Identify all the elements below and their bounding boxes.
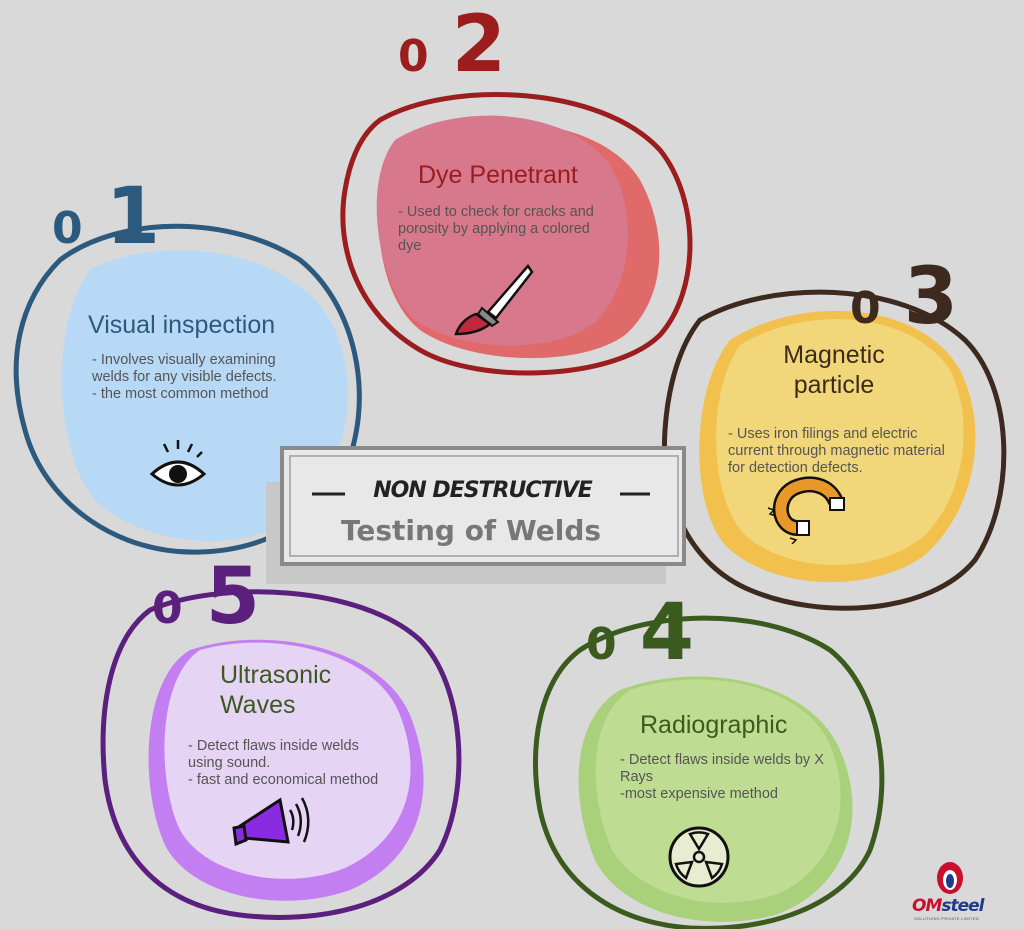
number-digit: 1 [105, 172, 160, 262]
method-1-number: 0 1 [52, 172, 160, 262]
center-title-box: NON DESTRUCTIVE Testing of Welds [280, 448, 685, 566]
logo-brand-om: OM [912, 896, 942, 916]
method-3-number: 0 3 [850, 252, 958, 342]
method-2-circle [340, 92, 693, 376]
eye-icon [149, 440, 207, 487]
method-5-description: - Detect flaws inside welds using sound.… [188, 738, 379, 788]
radiation-icon [668, 826, 730, 888]
magnet-icon [767, 476, 845, 544]
method-2-description: - Used to check for cracks and porosity … [398, 204, 594, 254]
method-5-circle [100, 589, 462, 920]
method-4-title: Radiographic [640, 711, 788, 739]
method-2-number: 0 2 [398, 0, 506, 90]
method-5-title: Ultrasonic Waves [220, 661, 332, 719]
flame-logo-icon [937, 862, 963, 894]
method-3-description: - Uses iron filings and electric current… [728, 426, 945, 476]
number-digit: 4 [639, 588, 694, 678]
center-title-line2: Testing of Welds [340, 514, 602, 547]
omsteel-logo: OMsteel SOLUTIONS PRIVATE LIMITED [912, 858, 988, 922]
method-1-title: Visual inspection [88, 311, 276, 339]
logo-tagline: SOLUTIONS PRIVATE LIMITED [914, 916, 980, 921]
method-4-number: 0 4 [586, 588, 694, 678]
method-4-circle [533, 615, 885, 929]
method-1-description: - Involves visually examining welds for … [92, 352, 277, 402]
number-digit: 3 [903, 252, 958, 342]
center-box-frame [266, 446, 686, 584]
method-3-title: Magnetic particle [783, 341, 885, 399]
paintbrush-icon [454, 263, 534, 336]
megaphone-icon [232, 797, 310, 847]
method-4-description: - Detect flaws inside welds by X Rays -m… [620, 752, 824, 802]
method-5-number: 0 5 [152, 552, 260, 642]
center-title-line1: NON DESTRUCTIVE [373, 478, 593, 503]
method-2-title: Dye Penetrant [418, 161, 578, 189]
logo-brand-steel: steel [941, 896, 984, 916]
number-digit: 2 [451, 0, 506, 90]
number-digit: 5 [205, 552, 260, 642]
